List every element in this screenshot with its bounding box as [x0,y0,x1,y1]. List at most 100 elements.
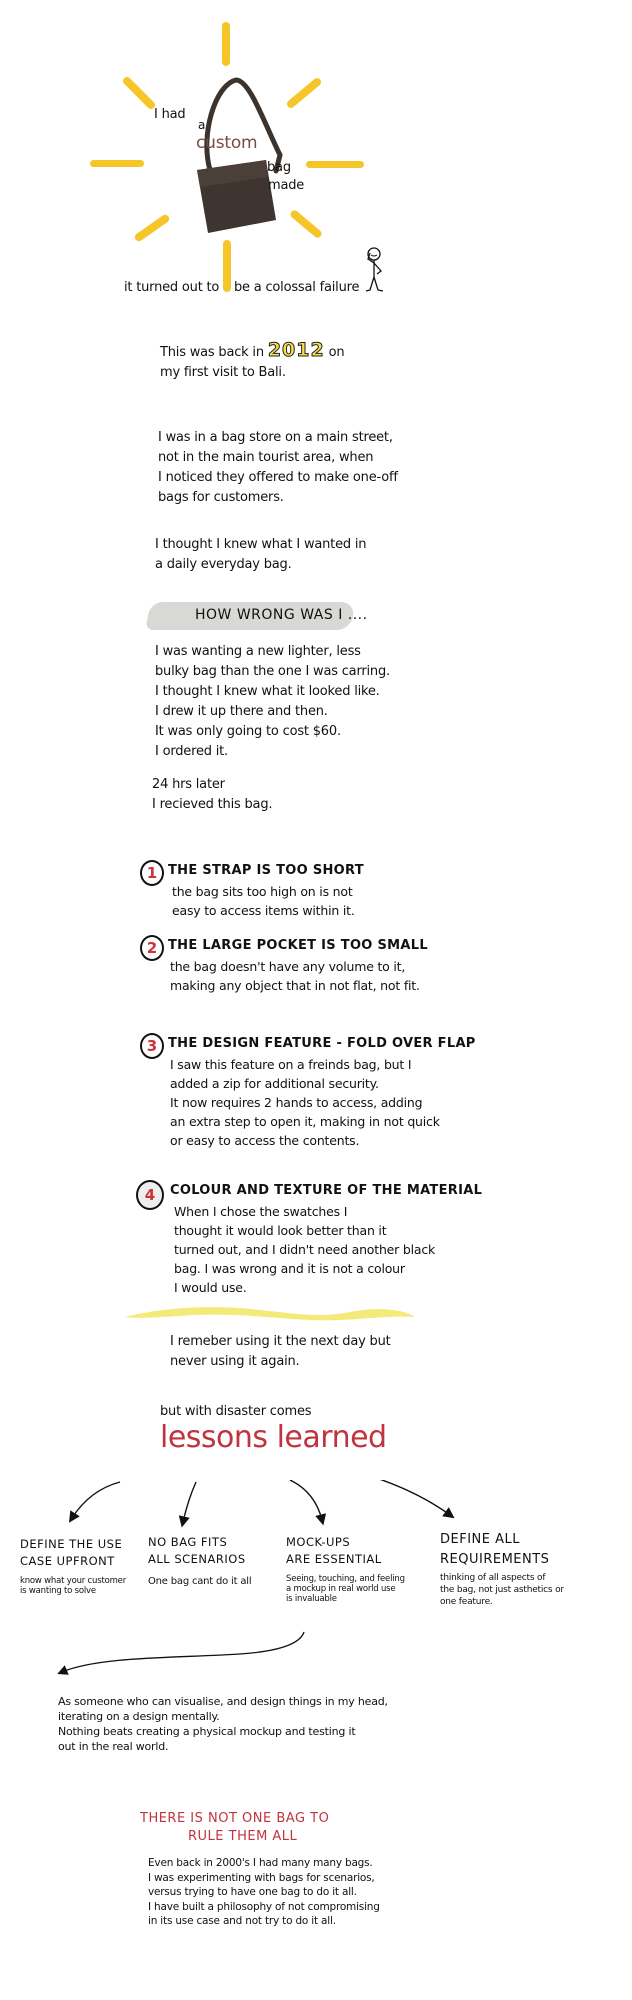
intro-line-1: This was back in 2012 on [160,340,440,363]
mockup-note: As someone who can visualise, and design… [58,1694,418,1754]
problem-body: the bag sits too high on is not easy to … [172,882,355,920]
later-line: I recieved this bag. [152,797,273,812]
bag-icon [197,77,283,233]
conclusion-heading-line: THERE IS NOT ONE BAG TO [140,1811,330,1826]
number-badge: 4 [136,1180,164,1210]
how-wrong-body: I was wanting a new lighter, less bulky … [155,642,475,762]
lesson-title: DEFINE ALL REQUIREMENTS [440,1530,620,1570]
lesson-body-line: one feature. [440,1597,493,1607]
lesson-title: MOCK-UPS ARE ESSENTIAL [286,1534,426,1568]
conclusion-heading-line: RULE THEM ALL [188,1829,298,1844]
hero-caption-left: it turned out to [124,280,220,295]
problem-body-line: I would use. [174,1280,247,1295]
intro-line-2: my first visit to Bali. [160,365,286,380]
intro-prefix: This was back in [160,345,264,360]
conclusion-line: I have built a philosophy of not comprom… [148,1900,380,1913]
how-wrong-later: 24 hrs later I recieved this bag. [152,775,452,815]
intro-block: This was back in 2012 on my first visit … [160,340,440,383]
lesson-item-1: DEFINE THE USE CASE UPFRONT know what yo… [20,1536,150,1596]
lesson-body: Seeing, touching, and feeling a mockup i… [286,1574,426,1604]
problem-body-line: the bag sits too high on is not [172,884,353,899]
problem-body-line: added a zip for additional security. [170,1076,379,1091]
lessons-heading: lessons learned [160,1420,387,1455]
lessons-arrows [68,1480,455,1528]
lesson-body-line: is invaluable [286,1594,337,1604]
story-line: bags for customers. [158,490,284,505]
story-line: a daily everyday bag. [155,557,292,572]
problem-body-line: When I chose the swatches I [174,1204,348,1219]
lesson-title-line: NO BAG FITS [148,1535,228,1549]
aftermath-line: never using it again. [170,1354,300,1369]
how-wrong-line: I thought I knew what it looked like. [155,684,380,699]
intro-year: 2012 [267,339,325,361]
problem-title: THE STRAP IS TOO SHORT [168,863,364,878]
story-line: I noticed they offered to make one-off [158,470,398,485]
lesson-body-line: is wanting to solve [20,1586,96,1596]
lesson-title-line: DEFINE THE USE [20,1537,123,1551]
number-badge: 1 [140,860,164,886]
conclusion-body: Even back in 2000's I had many many bags… [148,1856,468,1929]
lesson-body-line: a mockup in real world use [286,1584,396,1594]
problem-body-line: bag. I was wrong and it is not a colour [174,1261,405,1276]
conclusion-line: I was experimenting with bags for scenar… [148,1871,375,1884]
story-paragraph-2: I thought I knew what I wanted in a dail… [155,535,455,575]
lesson-title: DEFINE THE USE CASE UPFRONT [20,1536,150,1570]
problem-body-line: It now requires 2 hands to access, addin… [170,1095,423,1110]
story-line: not in the main tourist area, when [158,450,374,465]
hero-sunburst: I had a custom bag made it turned out to… [0,0,632,300]
problem-body-line: easy to access items within it. [172,903,355,918]
lessons-intro: but with disaster comes [160,1404,312,1419]
lesson-item-2: NO BAG FITS ALL SCENARIOS One bag cant d… [148,1534,268,1588]
lesson-body-line: One bag cant do it all [148,1576,252,1587]
conclusion-heading: THERE IS NOT ONE BAG TO RULE THEM ALL [140,1810,440,1846]
hero-text-made: made [268,178,305,193]
story-line: I was in a bag store on a main street, [158,430,393,445]
sun-ray-bottom [223,240,231,292]
problem-body-line: making any object that in not flat, not … [170,978,420,993]
story-paragraph-1: I was in a bag store on a main street, n… [158,428,458,508]
lesson-body-line: Seeing, touching, and feeling [286,1574,405,1584]
sun-ray-top-right [285,76,323,110]
problem-body: When I chose the swatches I thought it w… [174,1202,435,1297]
mockup-note-line: As someone who can visualise, and design… [58,1695,388,1708]
mockup-note-line: iterating on a design mentally. [58,1710,220,1723]
lesson-title-line: MOCK-UPS [286,1535,351,1549]
lesson-body-line: know what your customer [20,1576,126,1586]
hero-text-bag: bag [267,160,291,175]
problem-body-line: I saw this feature on a freinds bag, but… [170,1057,412,1072]
how-wrong-line: I ordered it. [155,744,228,759]
problem-body: I saw this feature on a freinds bag, but… [170,1055,440,1150]
how-wrong-heading: HOW WRONG WAS I .... [195,607,368,623]
intro-suffix: on [328,345,345,360]
number-badge: 2 [140,935,164,961]
later-line: 24 hrs later [152,777,225,792]
aftermath-line: I remeber using it the next day but [170,1334,391,1349]
how-wrong-line: I was wanting a new lighter, less [155,644,361,659]
hero-text-i-had: I had [154,107,186,122]
lesson-item-4: DEFINE ALL REQUIREMENTS thinking of all … [440,1530,620,1608]
problem-title: THE LARGE POCKET IS TOO SMALL [168,938,428,953]
conclusion-line: in its use case and not try to do it all… [148,1915,336,1927]
conclusion-line: Even back in 2000's I had many many bags… [148,1857,373,1869]
lesson-title-line: CASE UPFRONT [20,1554,115,1568]
lesson-body-line: thinking of all aspects of [440,1573,546,1583]
stick-figure-icon [365,247,384,292]
mockup-note-line: out in the real world. [58,1740,169,1753]
lesson-title-line: REQUIREMENTS [440,1552,550,1567]
sun-ray-right [306,161,364,168]
problem-title: THE DESIGN FEATURE - FOLD OVER FLAP [168,1036,476,1051]
lesson-title-line: ALL SCENARIOS [148,1552,246,1566]
lesson-title-line: ARE ESSENTIAL [286,1552,382,1566]
how-wrong-line: I drew it up there and then. [155,704,328,719]
problem-body-line: an extra step to open it, making in not … [170,1114,440,1129]
lesson-title: NO BAG FITS ALL SCENARIOS [148,1534,268,1568]
conclusion-line: versus trying to have one bag to do it a… [148,1886,357,1898]
mockup-note-arrow [57,1631,305,1675]
problem-title: COLOUR AND TEXTURE OF THE MATERIAL [170,1183,483,1198]
sun-ray-bottom-left [133,213,171,243]
problem-body-line: or easy to access the contents. [170,1133,360,1148]
number-badge: 3 [140,1033,164,1059]
problem-body-line: turned out, and I didn't need another bl… [174,1242,436,1257]
hero-text-custom: custom [196,133,258,153]
problem-body: the bag doesn't have any volume to it, m… [170,957,420,995]
